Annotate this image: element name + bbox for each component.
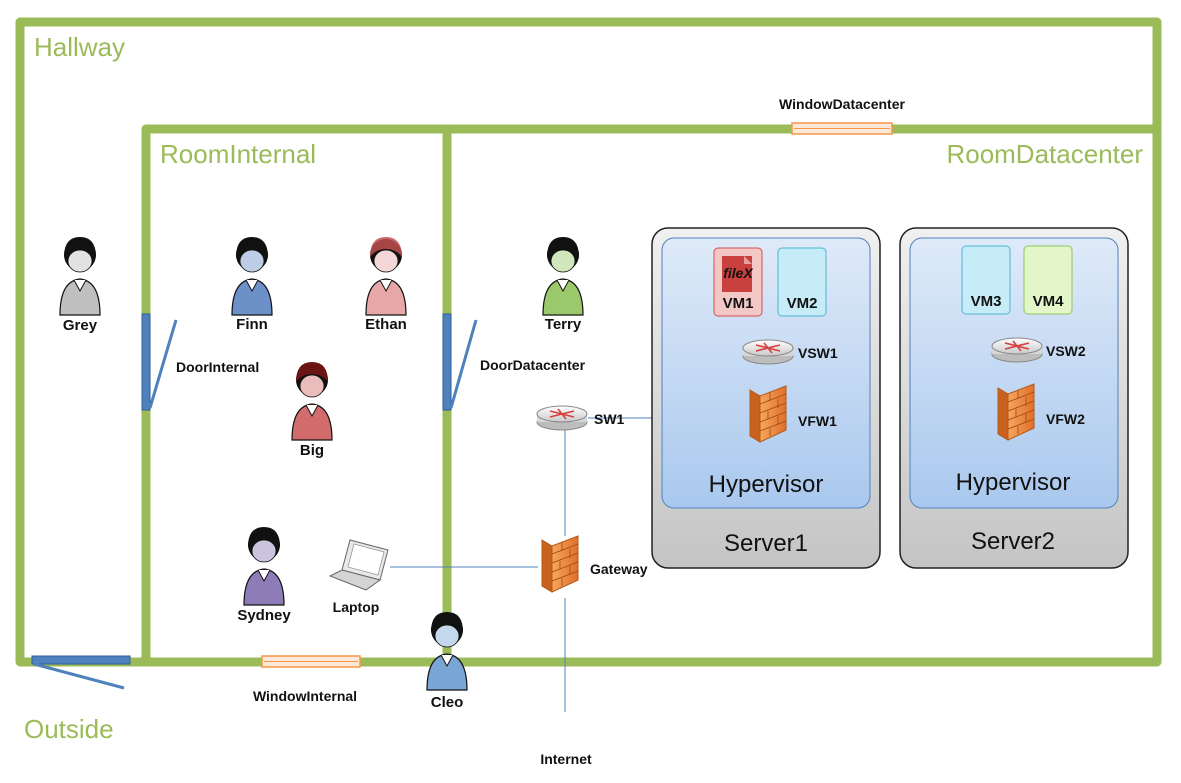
vm1-label: VM1	[723, 295, 754, 312]
person-ethan[interactable]	[365, 237, 407, 316]
gateway-label: Gateway	[590, 561, 648, 577]
vsw1-label: VSW1	[798, 345, 838, 361]
person-cleo[interactable]	[426, 612, 468, 691]
vfw2-label: VFW2	[1046, 411, 1085, 427]
vm4-label: VM4	[1033, 293, 1065, 310]
vsw1-switch-icon[interactable]	[742, 339, 794, 365]
sw1-switch-icon[interactable]	[536, 405, 588, 431]
person-ethan-label: Ethan	[365, 316, 407, 333]
window-internal-label: WindowInternal	[253, 688, 357, 704]
room-internal-label: RoomInternal	[160, 139, 316, 169]
room-internal-wall	[141, 124, 452, 662]
server1-label: Server1	[724, 530, 808, 557]
hypervisor2	[909, 237, 1119, 509]
outside-label: Outside	[24, 714, 114, 744]
vm1[interactable]: fileX VM1	[713, 247, 763, 317]
laptop-icon[interactable]	[328, 539, 389, 591]
person-grey-label: Grey	[63, 317, 98, 334]
window-internal[interactable]	[261, 655, 361, 668]
window-datacenter[interactable]	[791, 122, 893, 135]
person-sydney-label: Sydney	[237, 607, 291, 624]
door-datacenter-label: DoorDatacenter	[480, 357, 586, 373]
person-terry[interactable]	[542, 237, 584, 316]
vm2-label: VM2	[787, 295, 818, 312]
gateway-firewall-icon[interactable]	[541, 535, 579, 593]
vsw2-label: VSW2	[1046, 343, 1086, 359]
internet-label: Internet	[540, 751, 592, 767]
door-internal-label: DoorInternal	[176, 359, 259, 375]
vm3[interactable]: VM3	[961, 245, 1011, 315]
person-big[interactable]	[291, 362, 333, 441]
server2-label: Server2	[971, 528, 1055, 555]
door-internal[interactable]	[141, 313, 178, 411]
person-sydney[interactable]	[243, 527, 285, 606]
vfw1-label: VFW1	[798, 413, 837, 429]
vm3-label: VM3	[971, 293, 1002, 310]
person-finn-label: Finn	[236, 316, 268, 333]
server1[interactable]: Hypervisor Server1 fileX VM1 VM2 VSW1 VF…	[651, 227, 881, 569]
hallway-label: Hallway	[34, 32, 125, 62]
hypervisor1-label: Hypervisor	[709, 471, 824, 498]
person-grey[interactable]	[59, 237, 101, 316]
vm4[interactable]: VM4	[1023, 245, 1073, 315]
person-finn[interactable]	[231, 237, 273, 316]
hallway-wall	[15, 17, 1162, 667]
server2[interactable]: Hypervisor Server2 VM3 VM4 VSW2 VFW2	[899, 227, 1129, 569]
person-cleo-label: Cleo	[431, 694, 464, 711]
laptop-label: Laptop	[333, 599, 380, 615]
window-datacenter-label: WindowDatacenter	[779, 96, 905, 112]
room-datacenter-label: RoomDatacenter	[946, 139, 1143, 169]
vsw2-switch-icon[interactable]	[991, 337, 1043, 363]
person-terry-label: Terry	[545, 316, 582, 333]
vm1-file-label: fileX	[723, 265, 754, 281]
door-datacenter[interactable]	[442, 313, 478, 411]
hypervisor1	[661, 237, 871, 509]
person-big-label: Big	[300, 442, 324, 459]
door-outside[interactable]	[31, 655, 131, 690]
sw1-label: SW1	[594, 411, 625, 427]
hypervisor2-label: Hypervisor	[956, 469, 1071, 496]
vm2[interactable]: VM2	[777, 247, 827, 317]
